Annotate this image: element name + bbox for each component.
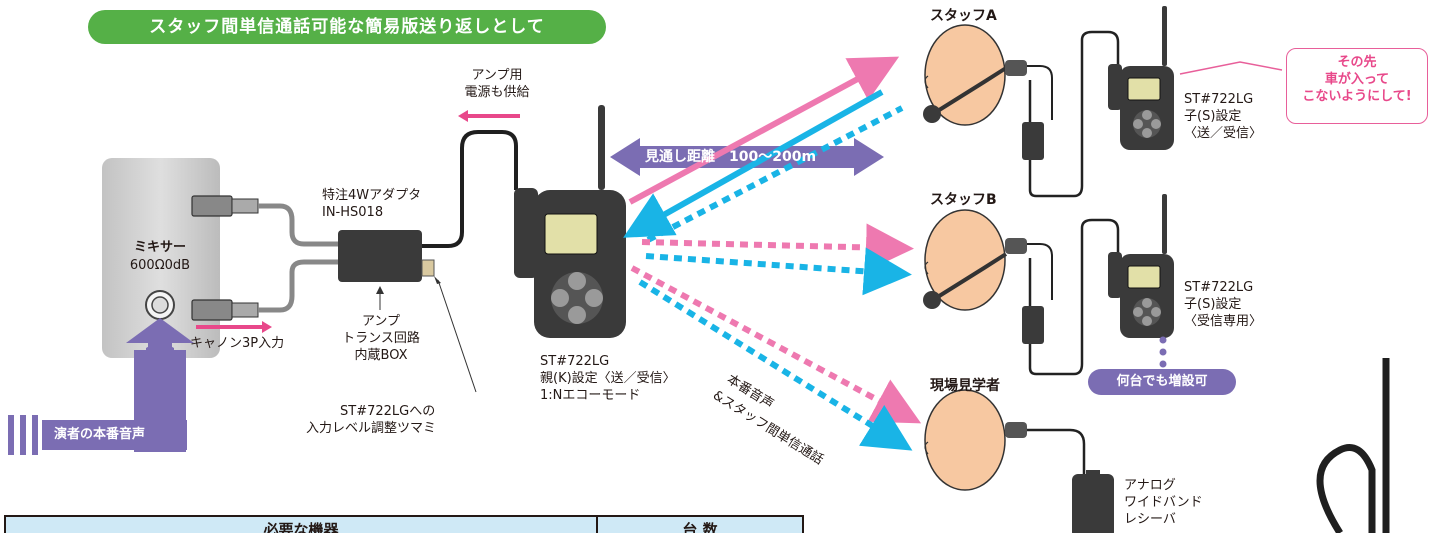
cable-top [258,203,338,247]
staff-a-radio-function: 〈送／受信〉 [1184,126,1263,141]
speech-line2: 車が入って [1324,72,1390,87]
parent-radio-mode: 親(K)設定〈送／受信〉 [540,371,676,386]
staff-b-radio-function: 〈受信専用〉 [1184,314,1263,329]
equipment-table-header: 必要な機器 台 数 [4,515,804,533]
speech-bubble: その先 車が入って こないようにして! [1286,48,1428,124]
table-header-equipment: 必要な機器 [6,517,598,533]
xlr-connector-top [191,195,259,217]
link-cyan-staff-b [645,247,912,296]
receiver-line1: アナログ [1124,478,1176,493]
amp-power-line2: 電源も供給 [464,85,530,100]
amp-power-line1: アンプ用 [471,68,523,83]
staff-a-name: スタッフA [930,8,997,24]
staff-b-radio-mode: 子(S)設定 [1184,297,1242,312]
link-cyan-staff-a [623,89,884,238]
mixer-name: ミキサー [133,240,186,255]
cannon-label: キャノン3P入力 [190,336,285,351]
range-arrow [610,138,884,176]
level-knob-line2: 入力レベル調整ツマミ [306,421,437,436]
transformer-line1: アンプ [361,314,401,329]
table-header-quantity: 台 数 [682,521,718,533]
transformer-line2: トランス回路 [342,331,420,346]
speech-line3: こないようにして! [1302,89,1412,104]
staff-b-name: スタッフB [930,192,997,208]
parent-radio [514,105,626,338]
staff-a-figure [923,6,1283,198]
adapter-box [338,230,435,282]
parent-radio-echo: 1:Nエコーモード [540,388,641,403]
staff-a-radio-model: ST#722LG [1184,92,1254,107]
staff-b-radio-model: ST#722LG [1184,280,1254,295]
knob-leader [437,279,477,393]
link-dotted-staff-a [646,105,904,243]
parent-radio-model: ST#722LG [540,354,610,369]
link-pink-staff-b [641,223,914,272]
adapter-title: 特注4Wアダプタ [322,188,422,203]
link-pink-visitor [630,265,922,424]
cable-bottom [258,259,338,313]
transformer-line3: 内蔵BOX [354,348,408,363]
add-units-badge: 何台でも増設可 [1088,369,1236,395]
xlr-connector-bottom [191,299,259,321]
adapter-model: IN-HS018 [322,205,384,220]
link-pink-staff-a [628,56,900,205]
staff-a-radio-mode: 子(S)設定 [1184,109,1242,124]
power-cable [422,130,518,248]
level-knob-line1: ST#722LGへの [340,404,436,419]
performer-label: 演者の本番音声 [42,420,187,450]
link-cyan-visitor [638,279,913,451]
mixer-spec: 600Ω0dB [129,258,191,273]
speech-line1: その先 [1337,55,1377,70]
title-banner: スタッフ間単信通話可能な簡易版送り返しとして [88,10,606,44]
mixer-unit [102,158,220,358]
receiver-line2: ワイドバンド [1124,495,1203,510]
range-label: 見通し距離 100～200m [645,149,817,165]
receiver-line3: レシーバ [1124,512,1176,527]
visitor-name: 現場見学者 [930,378,1000,394]
visitor-figure [924,389,1114,533]
staff-b-figure [923,194,1174,376]
